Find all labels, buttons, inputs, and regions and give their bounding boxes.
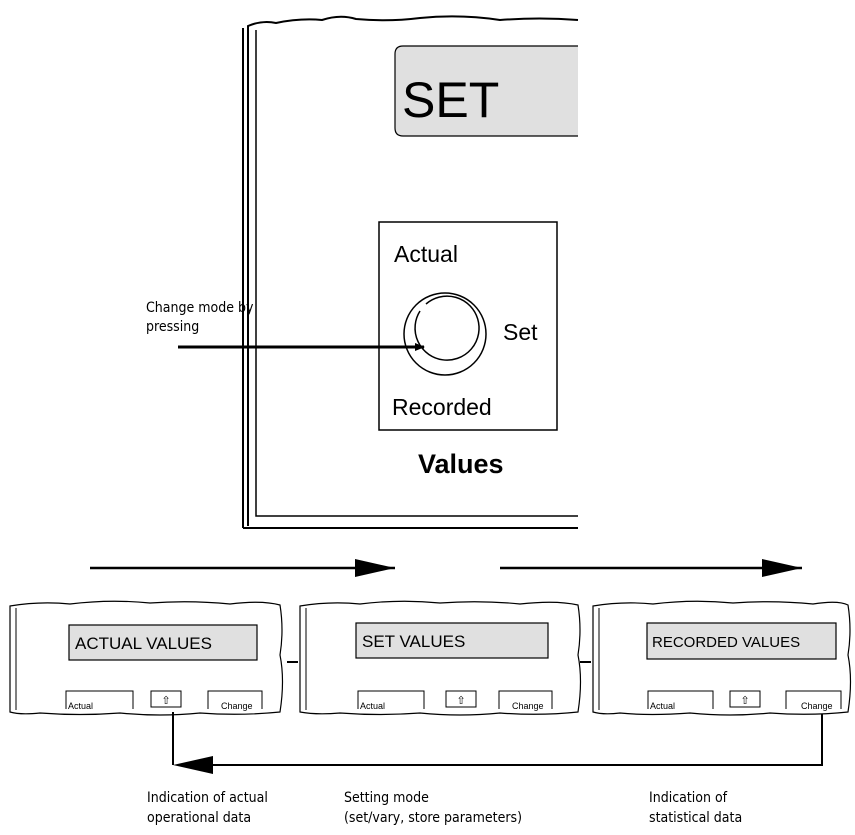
selector-actual-label: Actual (394, 241, 458, 267)
screens-row: ACTUAL VALUES Actual ⇧ Change SET VALUES… (9, 600, 852, 716)
screen-2-up-arrow-icon: ⇧ (456, 695, 465, 707)
screen-set: SET VALUES Actual ⇧ Change (299, 600, 582, 716)
main-display-text: SET (402, 72, 499, 128)
screen-1-left-key-label: Actual (68, 701, 93, 711)
screen-actual: ACTUAL VALUES Actual ⇧ Change (9, 600, 284, 716)
screen-3-up-arrow-icon: ⇧ (740, 695, 749, 707)
screen-2-right-key[interactable] (498, 690, 553, 709)
screen-1-right-key[interactable] (207, 690, 263, 709)
selector-set-label: Set (503, 319, 538, 345)
screen-3-display (646, 622, 837, 660)
mode-knob[interactable] (403, 292, 487, 376)
screen-3-right-key-label: Change (801, 701, 833, 711)
caption-statistical: Indication of statistical data (649, 790, 742, 826)
screen-2-display (355, 622, 549, 659)
screen-2-display-text: SET VALUES (362, 632, 465, 651)
screen-3-left-key[interactable] (647, 690, 714, 709)
screen-1-right-key-label: Change (221, 701, 253, 711)
flow-arrows (90, 559, 802, 577)
screen-3-up-key[interactable] (729, 690, 761, 708)
screen-recorded: RECORDED VALUES Actual ⇧ Change (592, 600, 852, 716)
screen-1-up-key[interactable] (150, 690, 182, 708)
screen-1-left-key[interactable] (65, 690, 134, 709)
screen-3-right-key[interactable] (785, 690, 842, 709)
screen-2-left-key[interactable] (357, 690, 425, 709)
return-arrow-line (213, 714, 823, 766)
flow-arrow-1-head (355, 559, 395, 577)
device-panel: SET Actual Set Recorded Values Change mo… (146, 15, 579, 529)
caption-setting: Setting mode (set/vary, store parameters… (344, 790, 522, 826)
screen-1-display-text: ACTUAL VALUES (75, 634, 212, 653)
callout-text: Change mode by pressing (146, 300, 257, 335)
screen-2-right-key-label: Change (512, 701, 544, 711)
screen-1-display (68, 624, 258, 661)
screen-2-left-key-label: Actual (360, 701, 385, 711)
main-display (394, 45, 578, 137)
knob-rotation-arrow-icon (414, 295, 480, 361)
captions: Indication of actual operational data Se… (147, 790, 742, 826)
flow-arrow-2-head (762, 559, 802, 577)
return-arrow (172, 712, 823, 774)
screen-3-left-key-label: Actual (650, 701, 675, 711)
return-arrow-head (173, 756, 213, 774)
screen-2-up-key[interactable] (445, 690, 477, 708)
screen-3-display-text: RECORDED VALUES (652, 634, 800, 651)
panel-torn-edge (247, 15, 579, 526)
selector-recorded-label: Recorded (392, 394, 492, 420)
panel-inner-frame (255, 30, 578, 517)
selector-title: Values (418, 449, 504, 479)
caption-actual: Indication of actual operational data (147, 790, 272, 826)
screen-1-up-arrow-icon: ⇧ (161, 695, 170, 707)
